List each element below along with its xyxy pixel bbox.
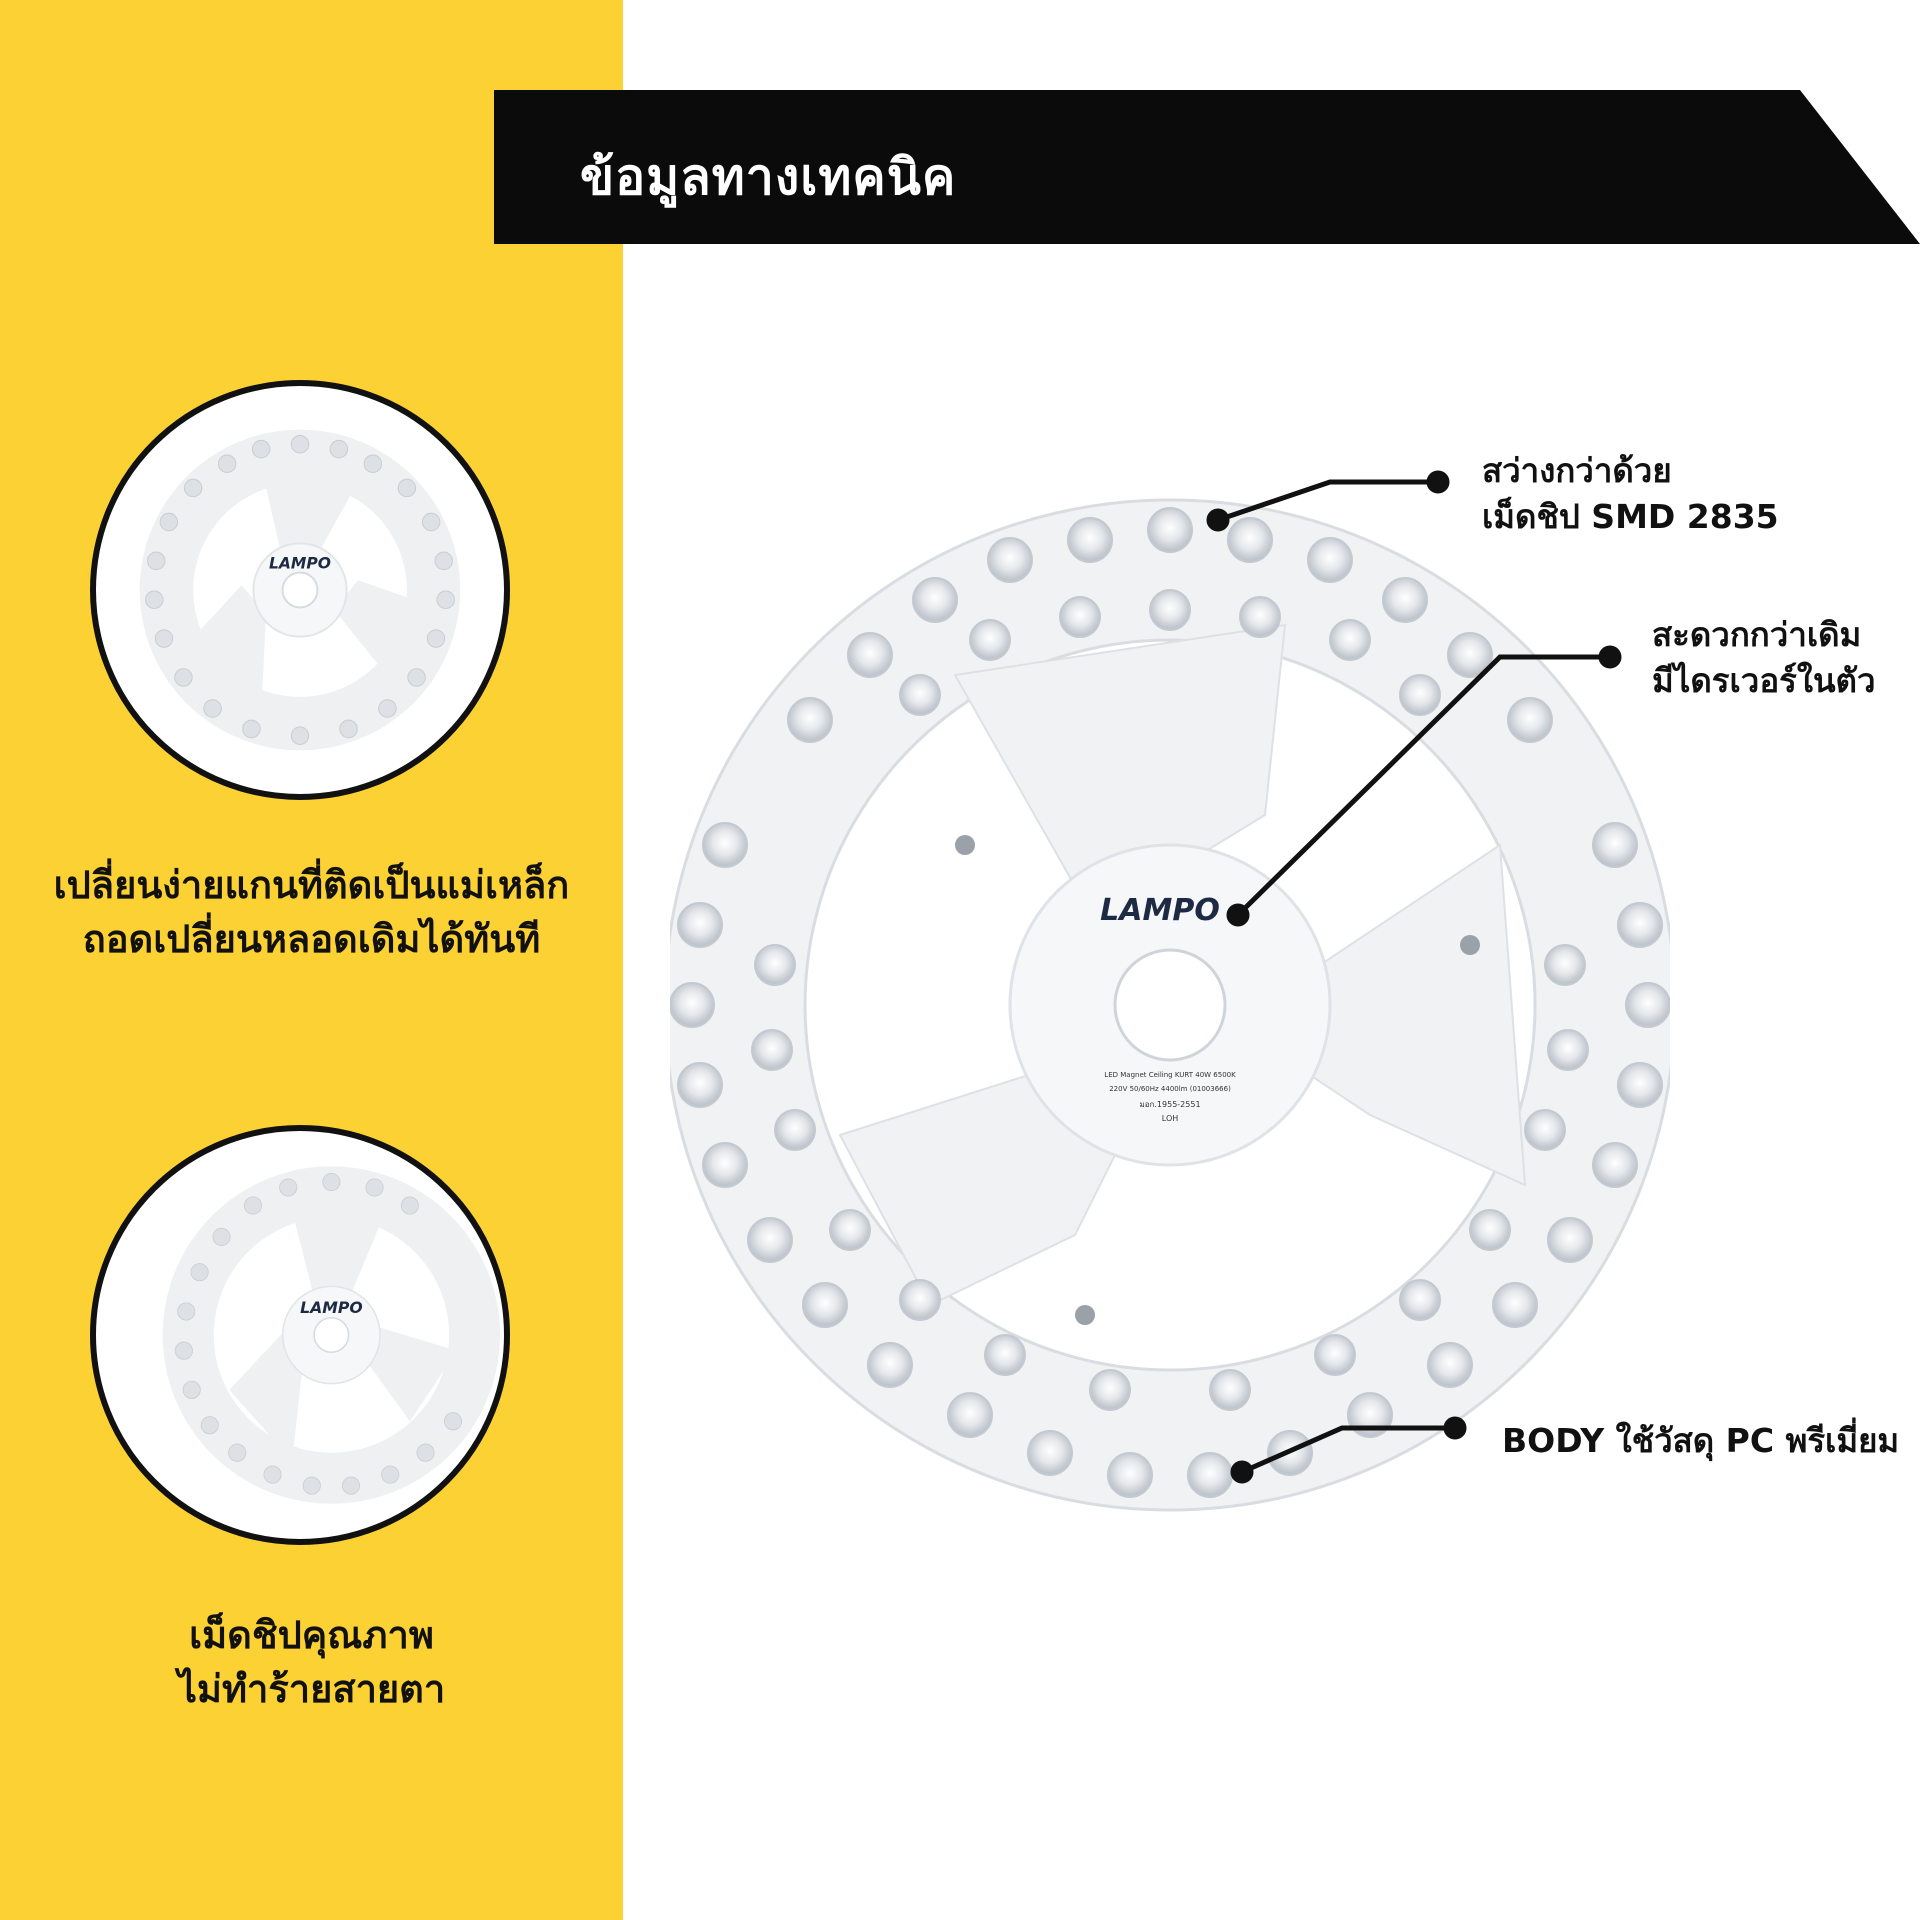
feature-magnet-caption: เปลี่ยนง่ายแกนที่ติดเป็นแม่เหล็ก ถอดเปลี… bbox=[20, 858, 603, 966]
callout-smd-chip-line2: เม็ดชิป SMD 2835 bbox=[1482, 497, 1779, 536]
product-label-line3: มอก.1955-2551 bbox=[1139, 1100, 1200, 1109]
svg-text:LAMPO: LAMPO bbox=[269, 555, 331, 573]
callout-builtin-driver-line1: สะดวกกว่าเดิม bbox=[1652, 615, 1862, 654]
product-label-line4: LOH bbox=[1162, 1114, 1178, 1123]
page-title: ข้อมูลทางเทคนิค bbox=[580, 148, 957, 206]
product-label-line1: LED Magnet Ceiling KURT 40W 6500K bbox=[1104, 1071, 1236, 1079]
callout-smd-chip: สว่างกว่าด้วย เม็ดชิป SMD 2835 bbox=[1482, 448, 1779, 540]
feature-chip-line2: ไม่ทำร้ายสายตา bbox=[177, 1667, 446, 1711]
callout-pc-body-line1: BODY ใช้วัสดุ PC พรีเมี่ยม bbox=[1502, 1421, 1900, 1460]
callout-pc-body: BODY ใช้วัสดุ PC พรีเมี่ยม bbox=[1502, 1418, 1899, 1464]
svg-text:LAMPO: LAMPO bbox=[300, 1298, 363, 1317]
product-label-line2: 220V 50/60Hz 4400lm (01003666) bbox=[1109, 1085, 1231, 1093]
feature-chip-caption: เม็ดชิปคุณภาพ ไม่ทำร้ายสายตา bbox=[20, 1608, 603, 1716]
product-brand: LAMPO bbox=[1100, 893, 1220, 928]
thumbnail-magnet-mount: LAMPO bbox=[90, 380, 510, 800]
feature-magnet-line1: เปลี่ยนง่ายแกนที่ติดเป็นแม่เหล็ก bbox=[53, 863, 570, 907]
feature-chip-line1: เม็ดชิปคุณภาพ bbox=[189, 1613, 434, 1657]
thumbnail-led-chip: LAMPO bbox=[90, 1125, 510, 1545]
led-chip-ring bbox=[670, 507, 1670, 1498]
feature-magnet-line2: ถอดเปลี่ยนหลอดเดิมได้ทันที bbox=[82, 917, 541, 961]
yellow-side-panel bbox=[0, 0, 623, 1920]
callout-builtin-driver-line2: มีไดรเวอร์ในตัว bbox=[1652, 661, 1876, 700]
callout-builtin-driver: สะดวกกว่าเดิม มีไดรเวอร์ในตัว bbox=[1652, 612, 1876, 704]
callout-smd-chip-line1: สว่างกว่าด้วย bbox=[1482, 451, 1672, 490]
led-panel-image: LAMPO LED Magnet Ceiling KURT 40W 6500K … bbox=[670, 498, 1670, 1512]
